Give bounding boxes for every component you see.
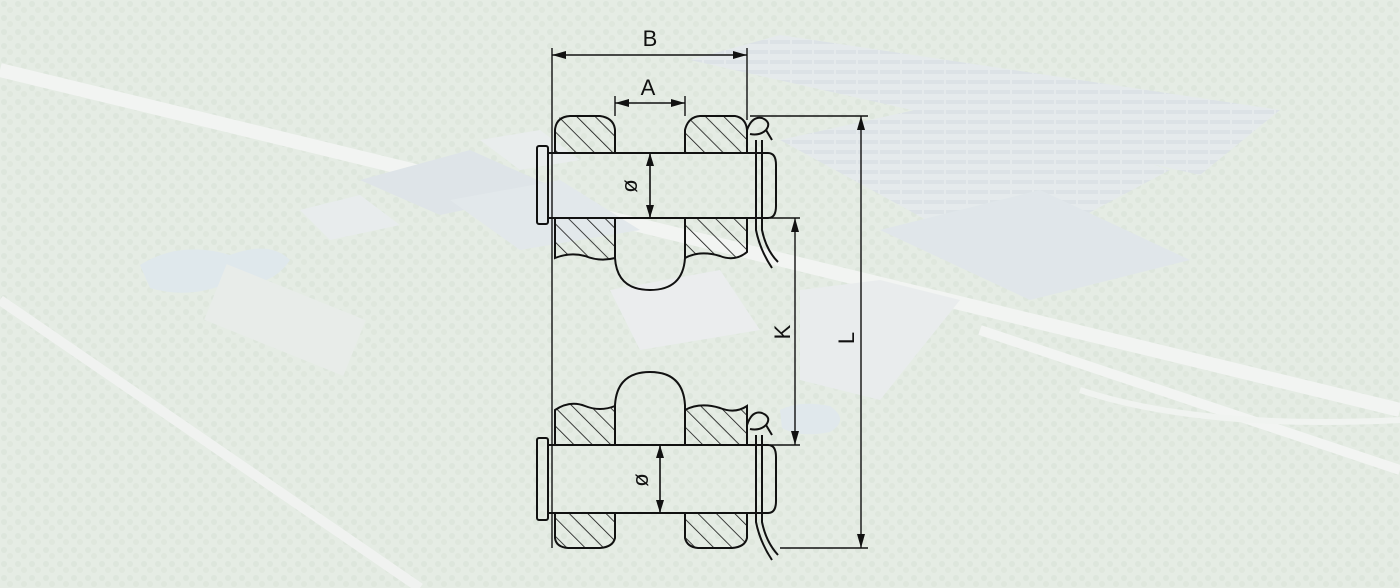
upper-link-plates [554, 115, 748, 261]
lower-round-link-end [614, 370, 686, 445]
dim-label-l: L [834, 332, 859, 344]
upper-cotter-pin [746, 116, 779, 269]
lower-link-plates [554, 402, 748, 549]
dim-label-a: A [641, 75, 656, 100]
dim-label-diameter-lower: ø [628, 473, 653, 486]
dimension-arrows [552, 51, 865, 548]
dim-label-diameter-upper: ø [617, 179, 642, 192]
dim-label-k: K [770, 324, 795, 339]
dim-label-b: B [643, 26, 658, 51]
lower-cotter-pin [746, 411, 779, 561]
upper-pin [536, 145, 777, 225]
lower-pin [536, 437, 777, 521]
upper-round-link-end [614, 218, 686, 292]
